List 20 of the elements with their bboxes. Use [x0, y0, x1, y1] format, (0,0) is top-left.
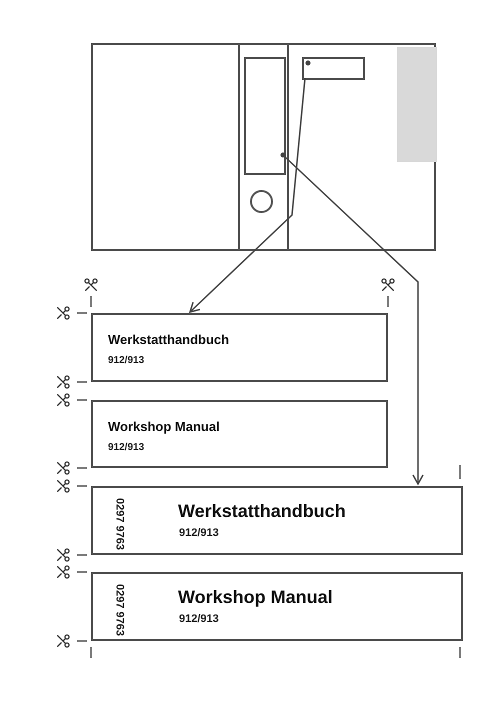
strip-title: Werkstatthandbuch — [108, 331, 230, 349]
label-strip — [91, 486, 463, 555]
model-number: 912/913 — [108, 441, 144, 455]
model-number: 912/913 — [179, 526, 219, 541]
spine-label-slot — [244, 57, 286, 175]
part-number: 0297 9763 — [112, 584, 126, 636]
back-label-slot — [302, 57, 365, 80]
strip-title: Workshop Manual — [108, 418, 220, 436]
arrow — [283, 155, 424, 485]
label-strip — [91, 313, 388, 382]
arrow — [189, 78, 306, 313]
model-number: 912/913 — [179, 612, 219, 627]
strip-title: Werkstatthandbuch — [178, 500, 346, 523]
label-strip — [91, 400, 388, 468]
part-number: 0297 9763 — [112, 498, 126, 550]
binder-drawing — [91, 43, 436, 251]
shaded-area — [397, 47, 437, 162]
model-number: 912/913 — [108, 354, 144, 368]
label-strip — [91, 572, 463, 641]
strip-title: Workshop Manual — [178, 586, 333, 609]
